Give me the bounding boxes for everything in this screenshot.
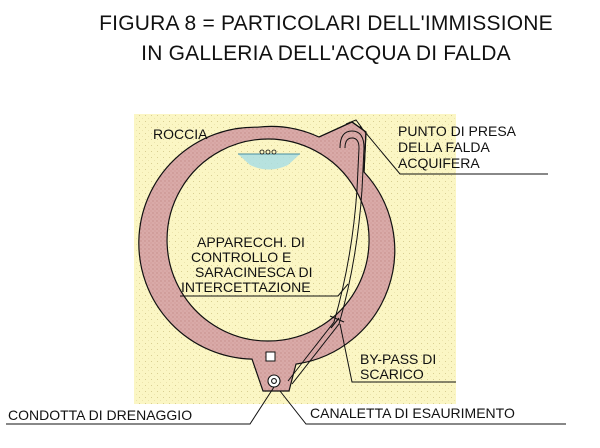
- label-apparecchiature-1: APPARECCH. DI: [197, 234, 305, 250]
- label-apparecchiature-2: CONTROLLO E: [191, 249, 291, 265]
- label-by-pass-1: BY-PASS DI: [360, 351, 436, 367]
- label-roccia: ROCCIA: [153, 126, 208, 142]
- water-drops-icon: [259, 149, 277, 155]
- label-apparecchiature-4: INTERCETTAZIONE: [181, 279, 311, 295]
- valve-icon: [329, 315, 345, 329]
- label-punto-presa-3: ACQUIFERA: [398, 155, 480, 171]
- label-condotta: CONDOTTA DI DRENAGGIO: [8, 407, 192, 423]
- leader-by-pass: [339, 323, 456, 383]
- spur-outline: [318, 121, 367, 173]
- label-apparecchiature-3: SARACINESCA DI: [195, 264, 312, 280]
- label-punto-presa-1: PUNTO DI PRESA: [398, 123, 517, 139]
- leader-canaletta: [279, 390, 566, 425]
- by-pass-pipe: [287, 130, 365, 385]
- groundwater-body: [238, 154, 300, 170]
- label-by-pass-2: SCARICO: [360, 366, 424, 382]
- label-punto-presa-2: DELLA FALDA: [398, 139, 490, 155]
- leader-lines: [6, 125, 566, 425]
- drainage-pipe-icon: [267, 374, 281, 388]
- leader-condotta: [6, 386, 275, 425]
- tunnel-lining: [138, 121, 396, 392]
- label-canaletta: CANALETTA DI ESAURIMENTO: [310, 405, 515, 421]
- leader-punto-presa: [359, 125, 548, 175]
- figure-title-line-2: IN GALLERIA DELL'ACQUA DI FALDA: [141, 42, 511, 65]
- figure-title-line-1: FIGURA 8 = PARTICOLARI DELL'IMMISSIONE: [99, 12, 553, 35]
- invert-notch: [265, 351, 276, 362]
- leader-apparecchiature: [180, 283, 349, 297]
- intake-mouth: [345, 119, 363, 129]
